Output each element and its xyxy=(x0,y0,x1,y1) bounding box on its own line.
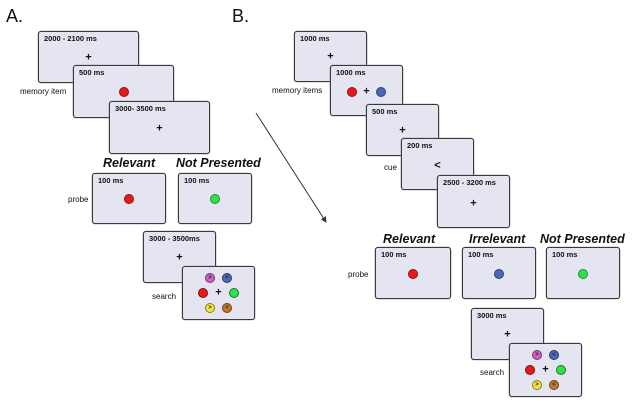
search-item xyxy=(229,288,240,298)
memory-dot-left xyxy=(347,87,358,98)
a-probe-label: probe xyxy=(68,195,89,204)
a-search-label: search xyxy=(152,292,177,301)
fixation-cross: + xyxy=(542,363,549,376)
fixation-cross: + xyxy=(176,251,183,264)
b-irrelevant-probe-screen: 100 ms xyxy=(462,247,536,299)
search-item: > xyxy=(204,273,215,284)
b-relevant-heading: Relevant xyxy=(383,232,436,246)
search-item: > xyxy=(531,350,542,361)
search-item: > xyxy=(531,379,542,390)
duration-label: 1000 ms xyxy=(336,68,366,77)
b-cue-label: cue xyxy=(384,163,397,172)
duration-label: 3000- 3500 ms xyxy=(115,104,166,113)
duration-label: 3000 - 3500ms xyxy=(149,234,200,243)
a-delay-screen: 3000- 3500 ms + xyxy=(109,101,210,154)
search-item xyxy=(556,365,567,375)
duration-label: 100 ms xyxy=(381,250,407,259)
b-retention-screen: 2500 - 3200 ms + xyxy=(437,175,510,228)
cue-arrow-symbol: < xyxy=(434,159,441,172)
duration-label: 3000 ms xyxy=(477,311,507,320)
search-item: < xyxy=(222,302,233,313)
a-relevant-heading: Relevant xyxy=(103,156,156,170)
duration-label: 1000 ms xyxy=(300,34,330,43)
probe-dot xyxy=(210,194,220,205)
a-not-presented-heading: Not Presented xyxy=(176,156,261,170)
search-item: > xyxy=(204,302,215,313)
duration-label: 100 ms xyxy=(552,250,578,259)
b-not-presented-heading: Not Presented xyxy=(540,232,625,246)
a-relevant-probe-screen: 100 ms xyxy=(92,173,166,224)
fixation-cross: + xyxy=(399,124,406,137)
fixation-cross: + xyxy=(215,286,222,299)
b-probe-label: probe xyxy=(348,270,369,279)
search-item xyxy=(524,365,535,375)
duration-label: 500 ms xyxy=(79,68,105,77)
duration-label: 100 ms xyxy=(468,250,494,259)
b-relevant-probe-screen: 100 ms xyxy=(375,247,451,299)
probe-dot xyxy=(124,194,134,205)
a-memory-label: memory item xyxy=(20,87,67,96)
b-search-label: search xyxy=(480,368,505,377)
memory-dot xyxy=(118,86,129,97)
a-search-screen: > < > <+ xyxy=(182,266,255,320)
search-item: < xyxy=(549,379,560,390)
panel-b-label: B. xyxy=(232,6,250,26)
probe-dot xyxy=(494,269,504,279)
panel-a-label: A. xyxy=(6,6,24,26)
duration-label: 100 ms xyxy=(98,176,124,185)
b-not-presented-probe-screen: 100 ms xyxy=(546,247,620,299)
fixation-cross: + xyxy=(156,122,163,135)
fixation-cross: + xyxy=(327,50,334,63)
duration-label: 200 ms xyxy=(407,141,433,150)
duration-label: 2500 - 3200 ms xyxy=(443,178,496,187)
probe-dot xyxy=(408,269,418,279)
fixation-cross: + xyxy=(363,85,370,98)
fixation-cross: + xyxy=(470,197,477,210)
fixation-cross: + xyxy=(504,328,511,341)
duration-label: 2000 - 2100 ms xyxy=(44,34,97,43)
probe-dot xyxy=(578,269,588,279)
search-item xyxy=(197,288,208,298)
memory-dot-right xyxy=(375,87,386,98)
a-not-presented-probe-screen: 100 ms xyxy=(178,173,252,224)
duration-label: 500 ms xyxy=(372,107,398,116)
b-memory-label: memory items xyxy=(272,86,323,95)
b-irrelevant-heading: Irrelevant xyxy=(469,232,526,246)
fixation-cross: + xyxy=(85,51,92,64)
b-search-screen: > < > <+ xyxy=(509,343,582,397)
search-item: < xyxy=(222,273,233,284)
duration-label: 100 ms xyxy=(184,176,210,185)
search-item: < xyxy=(549,350,560,361)
